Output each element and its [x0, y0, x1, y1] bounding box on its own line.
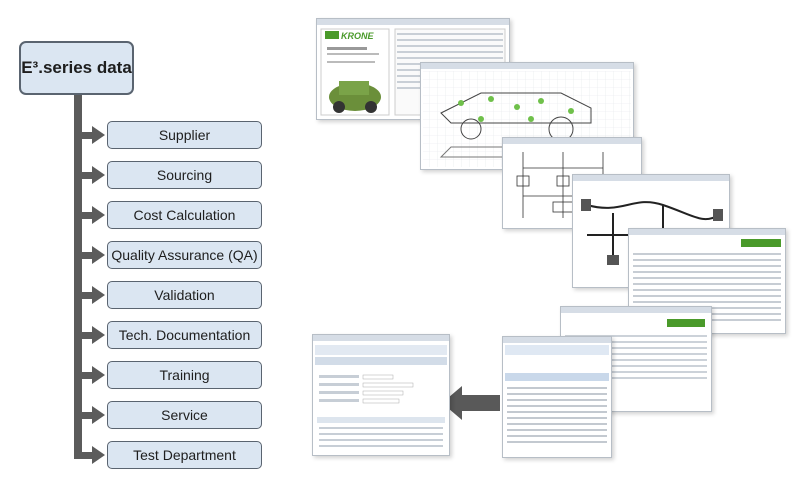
connector-branch [74, 292, 94, 299]
arrow-head-icon [92, 126, 105, 144]
target-node-label: Sourcing [156, 167, 213, 183]
target-node-label: Validation [154, 287, 215, 303]
target-node: Test Department [107, 441, 262, 469]
arrow-head-icon [92, 286, 105, 304]
target-node-label: Service [161, 407, 208, 423]
connector-trunk [74, 95, 82, 455]
connector-branch [74, 172, 94, 179]
target-node: Service [107, 401, 262, 429]
connector-branch [74, 212, 94, 219]
arrow-head-icon [92, 446, 105, 464]
arrow-head-icon [92, 166, 105, 184]
connector-branch [74, 452, 94, 459]
position-list-table [565, 319, 707, 379]
target-node-label: Supplier [158, 127, 211, 143]
connector-branch [74, 132, 94, 139]
target-node: Sourcing [107, 161, 262, 189]
arrow-head-icon [92, 206, 105, 224]
connector-branch [74, 332, 94, 339]
window-titlebar [421, 63, 633, 69]
target-node: Validation [107, 281, 262, 309]
target-node-label: Training [159, 367, 210, 383]
window-titlebar [629, 229, 785, 235]
connector-branch [74, 412, 94, 419]
window-titlebar [317, 19, 509, 25]
arrow-head-icon [92, 246, 105, 264]
root-node-e3-series-data: E³.series data [19, 41, 134, 95]
target-node-label: Tech. Documentation [118, 327, 251, 343]
transfer-arrow-icon [442, 386, 500, 420]
arrow-head-icon [92, 326, 105, 344]
target-node: Training [107, 361, 262, 389]
krone-logo: KRONE [341, 31, 374, 41]
target-node-label: Quality Assurance (QA) [111, 247, 258, 263]
target-node: Cost Calculation [107, 201, 262, 229]
screenshot-erp-document [312, 334, 450, 456]
material-list-table [505, 345, 609, 443]
target-node-label: Cost Calculation [133, 207, 236, 223]
arrow-head-icon [92, 366, 105, 384]
window-titlebar [561, 307, 711, 313]
krone-logo-mark [741, 239, 781, 247]
arrow-head-icon [92, 406, 105, 424]
target-node-label: Test Department [133, 447, 236, 463]
screenshot-material-list [502, 336, 612, 458]
window-titlebar [313, 335, 449, 341]
window-titlebar [503, 138, 641, 144]
root-node-label: E³.series data [21, 58, 132, 77]
target-node: Quality Assurance (QA) [107, 241, 262, 269]
target-node: Tech. Documentation [107, 321, 262, 349]
connector-branch [74, 372, 94, 379]
window-titlebar [573, 175, 729, 181]
target-node: Supplier [107, 121, 262, 149]
window-titlebar [503, 337, 611, 343]
connector-branch [74, 252, 94, 259]
erp-document-form [315, 345, 447, 447]
